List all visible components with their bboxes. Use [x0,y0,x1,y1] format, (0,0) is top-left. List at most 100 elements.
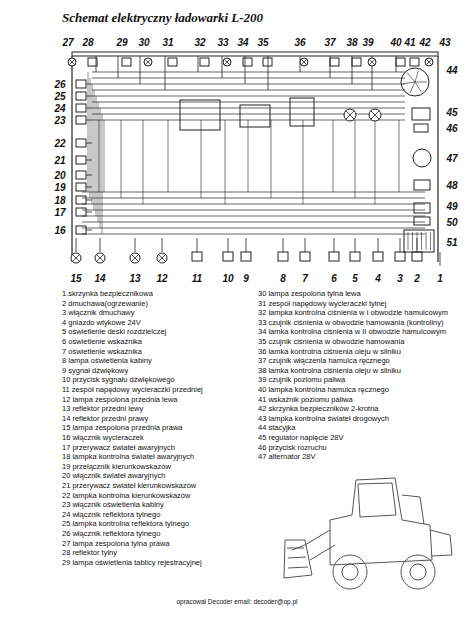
wire [86,160,92,161]
wire [86,108,92,109]
parts-list-item: 33 czujnik ciśnienia w obwodzie hamowani… [258,318,444,327]
lamp-symbol [223,58,231,66]
component-box [412,252,422,261]
wire [305,238,306,252]
wire [92,96,405,97]
callout-number: 29 [115,37,128,48]
callout-number: 50 [445,217,458,228]
parts-list-item: 30 lampa zespolona tylna lewa [258,289,361,298]
callout-number: 48 [445,180,458,191]
wire [224,59,230,65]
parts-list-item: 40 lampka kontrolna hamulca ręcznego [258,385,389,394]
parts-list-item: 28 reflektor tylny [62,548,117,557]
callout-number: 31 [161,37,174,48]
wire [92,84,405,85]
lamp-symbol [368,58,376,66]
wire [92,102,405,103]
parts-list-item: 19 przełącznik kierunkowskazów [62,462,171,471]
wire [104,120,105,192]
relay-block [290,98,314,126]
wire [371,111,379,119]
callout-number: 41 [403,37,416,48]
wire [82,192,425,193]
wire [82,198,425,199]
parts-list-item: 9 sygnał dźwiękowy [62,366,128,375]
wire [248,120,249,192]
relay-block [180,100,220,130]
switch-symbol [76,92,86,100]
callout-number: 36 [293,37,306,48]
wire [140,56,141,84]
callout-number: 46 [445,123,458,134]
wire [222,56,223,78]
wire [375,120,376,204]
wire [400,238,401,252]
callout-number: 27 [61,37,74,48]
switch-symbol [76,104,86,112]
parts-list-item: 41 wskaźnik poziomu paliwa [258,395,353,404]
callout-number: 22 [53,138,66,149]
wire [371,111,379,119]
parts-list-item: 8 lampa oświetlenia kabiny [62,356,152,365]
switch-symbol [76,116,86,124]
wire [69,59,75,65]
wire [410,82,415,93]
parts-list-item: 27 lampa zespolona tylna prawa [62,539,170,548]
parts-list-item: 23 włącznik oświetlenia kabiny [62,500,164,509]
parts-list-item: 15 lampa zespolona przednia prawa [62,423,183,432]
parts-list-item: 29 lampa oświetlenia tablicy rejestracyj… [62,558,202,567]
wire [378,238,379,252]
parts-list-item: 4 gniazdo wtykowe 24V [62,318,141,327]
parts-list-item: 2 dmuchawa(ogrzewanie) [62,299,148,308]
wire [412,232,413,250]
callout-number: 4 [374,273,382,284]
parts-list-item: 7 oświetlenie wskaźnika [62,347,142,356]
wire [92,120,405,121]
wire [132,255,139,262]
callout-number: 7 [301,273,309,284]
wire [86,200,92,201]
component-box [192,252,202,261]
wire [417,238,418,252]
wire [73,255,80,262]
lamp-symbol [157,253,167,263]
callout-number: 44 [445,65,458,76]
callout-number: 43 [438,37,451,48]
callout-number: 34 [236,37,249,48]
component-box [200,58,209,66]
callout-number: 6 [330,273,338,284]
component-box [122,58,131,66]
parts-list-item: 17 przerywacz świateł awaryjnych [62,443,175,452]
switch-symbol [76,80,86,88]
wire [245,56,246,84]
wire [92,114,405,115]
wire [437,56,438,262]
callout-number: 23 [53,115,66,126]
callout-number: 32 [193,37,206,48]
component-box [395,252,405,261]
component-box [243,58,252,66]
wire [283,238,284,252]
parts-list-item: 46 przycisk rozruchu [258,443,327,452]
switch-symbol [76,171,86,179]
callout-number: 37 [323,37,336,48]
wire [86,84,92,85]
wire [415,70,418,82]
switch-symbol [76,139,86,147]
parts-list-item: 12 lampa zespolona przednia lewa [62,395,178,404]
callout-number: 2 [413,273,421,284]
wire [246,238,247,252]
wire [430,232,431,250]
wire [426,59,432,65]
wire [198,56,199,72]
callout-number: 28 [81,37,94,48]
wire [86,212,92,213]
parts-list-item: 37 czujnik włączenia hamulca ręcznego [258,356,390,365]
wire [98,102,99,222]
wire [426,59,432,65]
switch-symbol [76,183,86,191]
component-box [300,252,310,261]
wire [135,238,136,252]
parts-list-item: 36 lamka kontrolna ciśnienia oleju w sil… [258,347,401,356]
component-box [263,58,272,66]
